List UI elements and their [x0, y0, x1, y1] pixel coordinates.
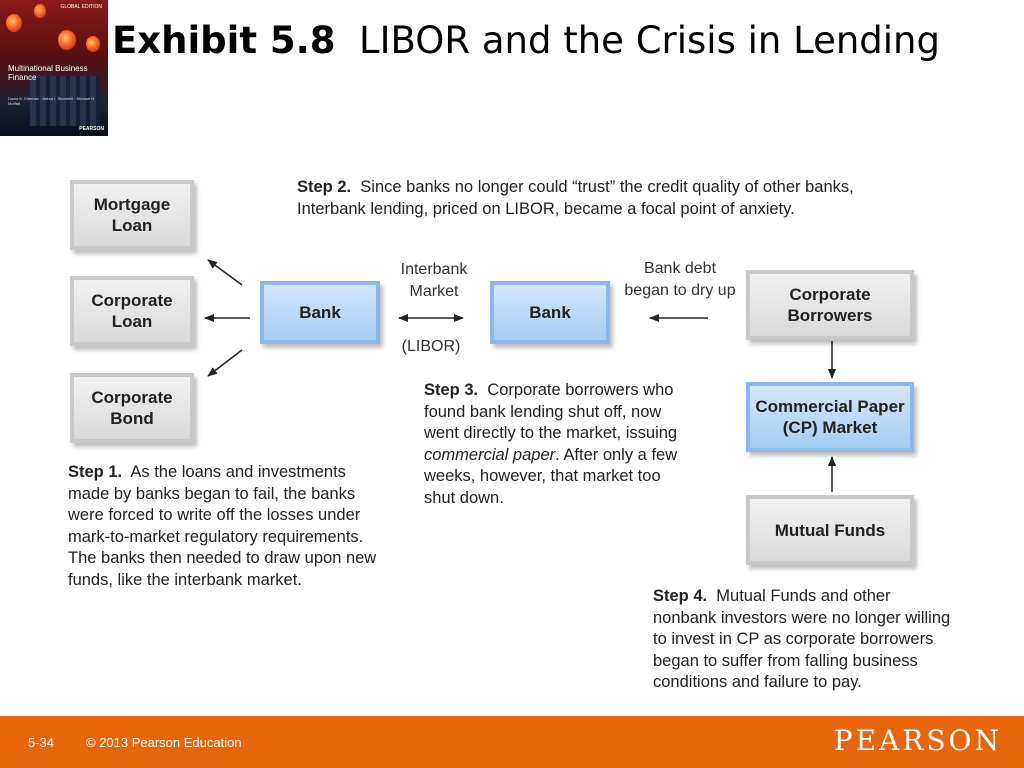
step3-body-a: Corporate borrowers who found bank lendi… [424, 381, 678, 442]
lantern-decoration [86, 36, 100, 52]
cp-market-box: Commercial Paper (CP) Market [746, 382, 914, 452]
exhibit-number: Exhibit 5.8 [112, 19, 336, 62]
step1-label: Step 1. [68, 463, 123, 481]
cover-authors: David K. Eiteman · Arthur I. Stonehill ·… [8, 96, 96, 106]
page-title: Exhibit 5.8 LIBOR and the Crisis in Lend… [112, 18, 972, 64]
lantern-decoration [58, 30, 76, 50]
copyright: © 2013 Pearson Education [86, 735, 242, 750]
step3-text: Step 3. Corporate borrowers who found ba… [424, 380, 696, 509]
mutual-funds-box: Mutual Funds [746, 495, 914, 565]
skyline-decoration [30, 76, 100, 126]
step2-text: Step 2. Since banks no longer could “tru… [297, 177, 907, 220]
cover-title: Multinational Business Finance [8, 64, 88, 82]
libor-label: (LIBOR) [401, 338, 461, 355]
step3-label: Step 3. [424, 381, 479, 399]
arrow-bank-to-bond [207, 349, 243, 377]
footer-bar: 5-34 © 2013 Pearson Education PEARSON [0, 716, 1024, 768]
step1-body: As the loans and investments made by ban… [68, 463, 377, 589]
interbank-market-label: Interbank Market [400, 261, 468, 300]
lantern-decoration [34, 4, 46, 18]
book-cover-image: GLOBAL EDITION Multinational Business Fi… [0, 0, 108, 136]
lantern-decoration [6, 14, 22, 32]
bank-debt-label: Bank debt began to dry up [624, 260, 736, 299]
cover-edition: GLOBAL EDITION [60, 4, 103, 10]
arrow-bank-to-mortgage [207, 259, 243, 286]
corporate-borrowers-box: Corporate Borrowers [746, 270, 914, 340]
step4-body: Mutual Funds and other nonbank investors… [653, 587, 951, 691]
exhibit-title: LIBOR and the Crisis in Lending [358, 19, 940, 62]
step2-label: Step 2. [297, 178, 352, 196]
bank-box-left: Bank [260, 281, 380, 344]
mortgage-loan-box: Mortgage Loan [70, 180, 194, 250]
step1-text: Step 1. As the loans and investments mad… [68, 462, 390, 591]
page-number: 5-34 [28, 735, 55, 750]
cover-publisher: PEARSON [79, 126, 104, 132]
step3-body-b: . After only a few weeks, however, that … [424, 445, 678, 507]
pearson-logo: PEARSON [833, 724, 1002, 757]
corporate-loan-box: Corporate Loan [70, 276, 194, 346]
corporate-bond-box: Corporate Bond [70, 373, 194, 443]
step2-body: Since banks no longer could “trust” the … [297, 178, 854, 218]
step3-italic: commercial paper [424, 445, 556, 464]
step4-text: Step 4. Mutual Funds and other nonbank i… [653, 586, 958, 694]
step4-label: Step 4. [653, 587, 708, 605]
bank-box-right: Bank [490, 281, 610, 344]
